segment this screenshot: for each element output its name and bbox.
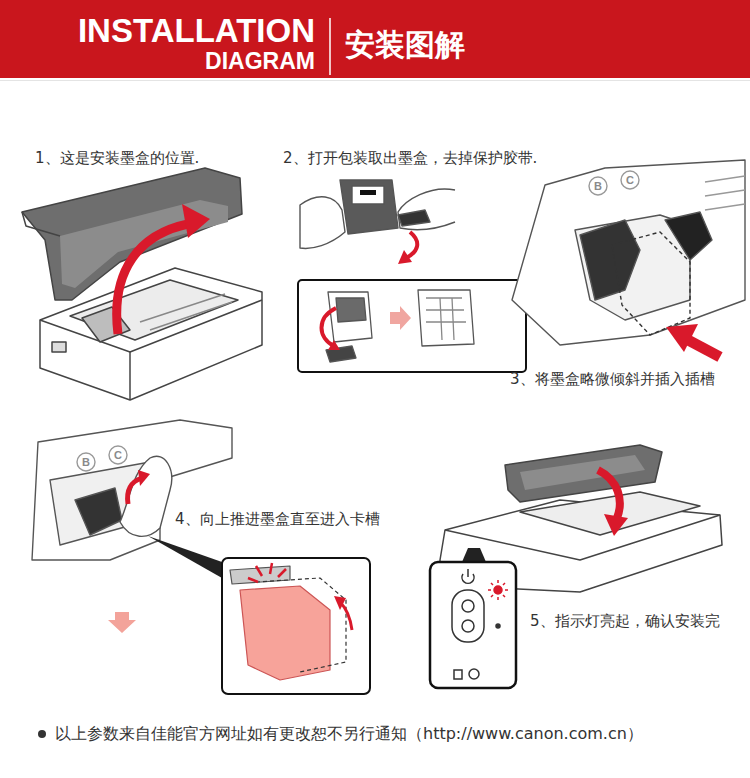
pink-arrow <box>390 306 411 330</box>
page-title: INSTALLATION DIAGRAM <box>55 13 315 75</box>
detail-box <box>298 280 526 372</box>
detail-box <box>430 562 516 688</box>
header-divider <box>329 18 331 75</box>
slot-letter: B <box>589 178 607 194</box>
bullet <box>38 730 46 738</box>
callout-wedge <box>462 548 486 562</box>
step-caption: 3、将墨盒略微倾斜并插入插槽 <box>510 369 715 389</box>
header-subtitle: 安装图解 <box>345 27 465 63</box>
printer-closeup <box>32 420 232 560</box>
step-caption: 2、打开包装取出墨盒，去掉保护胶带. <box>283 148 537 168</box>
red-arrowhead <box>398 250 412 264</box>
slot-letter: C <box>621 172 639 188</box>
red-arrowhead <box>328 340 340 350</box>
detail-box <box>222 558 370 694</box>
tape-removal <box>326 290 474 362</box>
red-arrow <box>598 470 620 518</box>
step-caption: 4、向上推进墨盒直至进入卡槽 <box>175 509 380 529</box>
red-arrowhead <box>604 514 628 536</box>
cartridge-detail <box>230 563 352 680</box>
red-arrowhead <box>182 204 210 238</box>
printer-open <box>22 168 262 400</box>
callout-wedge <box>148 536 222 578</box>
red-arrow <box>688 340 720 357</box>
slot-letter: C <box>109 447 127 463</box>
red-arrowhead <box>666 324 698 352</box>
header-band <box>0 0 750 78</box>
dashed-cartridge <box>612 232 690 335</box>
red-arrow <box>406 232 417 258</box>
pink-arrow <box>108 612 136 633</box>
header-rule <box>0 80 750 81</box>
cartridge-in-hands <box>300 180 455 248</box>
control-panel <box>452 569 508 679</box>
footnote: 以上参数来自佳能官方网址如有更改恕不另行通知（http://www.canon.… <box>55 724 643 744</box>
red-arrow <box>117 224 188 334</box>
red-arrowhead <box>138 470 150 486</box>
printer-closeup <box>512 160 745 345</box>
slot-letter: B <box>77 454 95 470</box>
step-caption: 1、这是安装墨盒的位置. <box>35 148 199 168</box>
step-caption: 5、指示灯亮起，确认安装完 <box>530 611 720 631</box>
